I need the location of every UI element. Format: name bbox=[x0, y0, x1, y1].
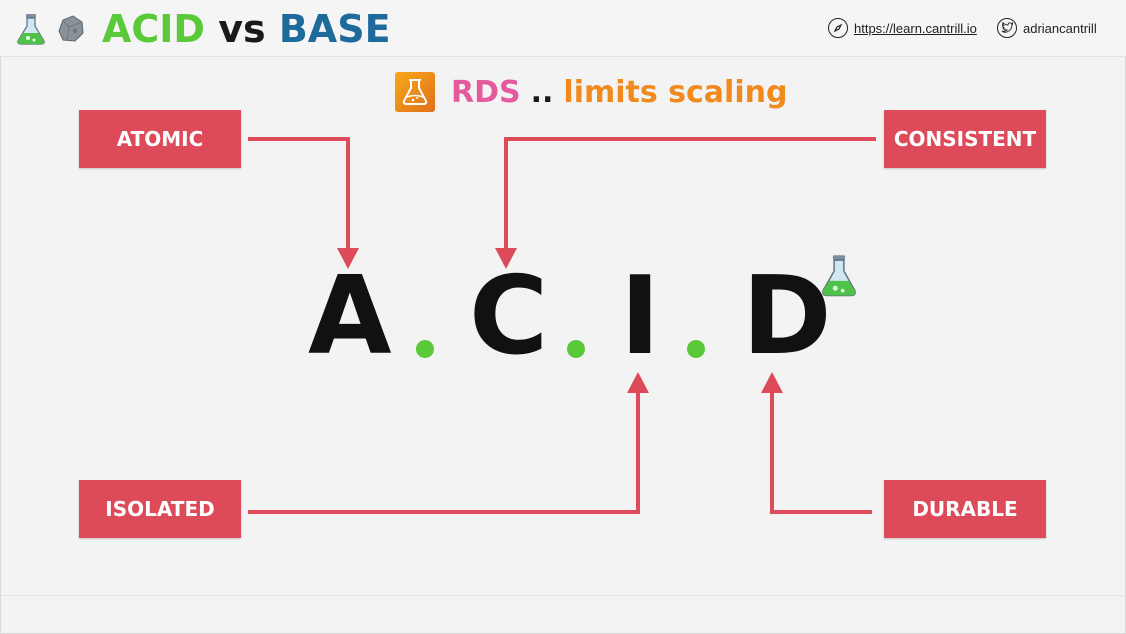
compass-icon bbox=[828, 18, 848, 38]
consistent-box: CONSISTENT bbox=[884, 110, 1046, 168]
durable-arrow bbox=[770, 390, 872, 514]
website-link[interactable]: https://learn.cantrill.io bbox=[828, 18, 977, 38]
isolated-arrow bbox=[248, 390, 640, 514]
twitter-handle[interactable]: adriancantrill bbox=[1023, 20, 1097, 36]
atomic-box: ATOMIC bbox=[79, 110, 241, 168]
flask-icon bbox=[818, 254, 860, 303]
isolated-box: ISOLATED bbox=[79, 480, 241, 538]
subtitle-rds: RDS bbox=[451, 74, 521, 110]
twitter-link[interactable]: adriancantrill bbox=[997, 18, 1097, 38]
atomic-arrowhead bbox=[337, 248, 359, 269]
subtitle: RDS .. limits scaling bbox=[395, 70, 787, 114]
rds-icon bbox=[395, 72, 435, 112]
twitter-icon bbox=[997, 18, 1017, 38]
letter-a: A bbox=[308, 254, 392, 379]
isolated-arrowhead bbox=[627, 372, 649, 393]
durable-box: DURABLE bbox=[884, 480, 1046, 538]
dot-separator bbox=[567, 340, 585, 358]
title-acid: ACID bbox=[102, 7, 205, 51]
flask-icon bbox=[14, 12, 48, 51]
header-bar bbox=[0, 0, 1126, 57]
title-vs: vs bbox=[218, 7, 266, 51]
letter-d: D bbox=[742, 254, 832, 379]
durable-arrowhead bbox=[761, 372, 783, 393]
atomic-arrow bbox=[248, 137, 350, 250]
footer-divider bbox=[0, 595, 1126, 596]
consistent-arrowhead bbox=[495, 248, 517, 269]
subtitle-limits: limits scaling bbox=[563, 74, 788, 110]
rock-icon bbox=[55, 13, 85, 48]
website-url[interactable]: https://learn.cantrill.io bbox=[854, 20, 977, 36]
dot-separator bbox=[416, 340, 434, 358]
subtitle-separator: .. bbox=[530, 74, 554, 110]
title-base: BASE bbox=[278, 7, 391, 51]
letter-c: C bbox=[469, 254, 549, 379]
consistent-arrow bbox=[504, 137, 876, 250]
page-title: ACID vs BASE bbox=[102, 7, 391, 51]
dot-separator bbox=[687, 340, 705, 358]
letter-i: I bbox=[620, 254, 661, 379]
